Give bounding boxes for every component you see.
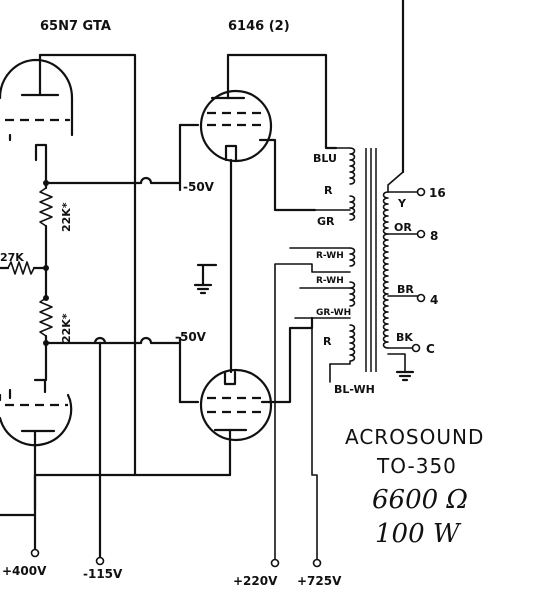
ground-symbol — [193, 263, 218, 295]
driver-tube-upper — [0, 53, 74, 162]
supply-minus-115v: -115V — [83, 567, 123, 581]
driver-plate-wire — [33, 53, 137, 477]
driver-tube-label: 65N7 GTA — [40, 19, 111, 34]
tap-4: 4 — [430, 293, 438, 307]
secondary-lead-labels: Y OR BR BK — [394, 197, 414, 344]
resistor-22k-lower-label: 22K* — [60, 313, 73, 343]
output-plate-wire-upper — [226, 53, 338, 150]
transformer-power: 100 W — [375, 519, 462, 549]
tap-c: C — [426, 342, 435, 356]
supply-plus-220v: +220V — [233, 574, 278, 588]
lead-blu: BLU — [313, 152, 337, 165]
supply-plus-725v: +725V — [297, 574, 342, 588]
output-tap-labels: 16 8 4 C — [426, 186, 446, 356]
lead-r-lower: R — [323, 335, 332, 348]
grid-resistor-network — [0, 156, 137, 382]
lead-br: BR — [397, 283, 414, 296]
transformer-core — [365, 148, 377, 372]
output-tube-upper — [199, 53, 273, 374]
output-lower-wiring — [133, 316, 314, 477]
transformer-primary — [274, 147, 356, 561]
bias-lower-label: -50V — [175, 330, 207, 344]
lead-bk: BK — [396, 331, 413, 344]
screen-wire-upper — [258, 138, 317, 212]
transformer-secondary — [382, 0, 426, 382]
lead-r-upper: R — [324, 184, 333, 197]
lead-y: Y — [397, 197, 407, 210]
output-tube-lower — [199, 368, 273, 477]
lead-or: OR — [394, 221, 412, 234]
transformer-impedance: 6600 Ω — [372, 485, 468, 515]
supply-plus-400v: +400V — [2, 564, 47, 578]
bias-and-grid-wiring — [0, 123, 200, 560]
transformer-brand: ACROSOUND — [345, 425, 484, 449]
tap-8: 8 — [430, 229, 438, 243]
lead-rwh-1: R-WH — [316, 251, 344, 261]
lead-gr: GR — [317, 215, 335, 228]
resistor-27k-label: 27K — [0, 251, 24, 264]
tap-16: 16 — [429, 186, 446, 200]
resistor-22k-upper-label: 22K* — [60, 202, 73, 232]
output-tube-label: 6146 (2) — [228, 19, 290, 34]
lead-blwh: BL-WH — [334, 383, 375, 396]
lead-rwh-2: R-WH — [316, 276, 344, 286]
primary-lead-labels: BLU R GR R-WH R-WH GR-WH R BL-WH — [313, 152, 375, 396]
driver-tube-lower — [0, 378, 73, 552]
transformer-model: TO-350 — [376, 454, 457, 478]
supply-terminals — [30, 548, 322, 568]
lead-grwh: GR-WH — [316, 308, 351, 318]
bias-upper-label: -50V — [183, 180, 215, 194]
